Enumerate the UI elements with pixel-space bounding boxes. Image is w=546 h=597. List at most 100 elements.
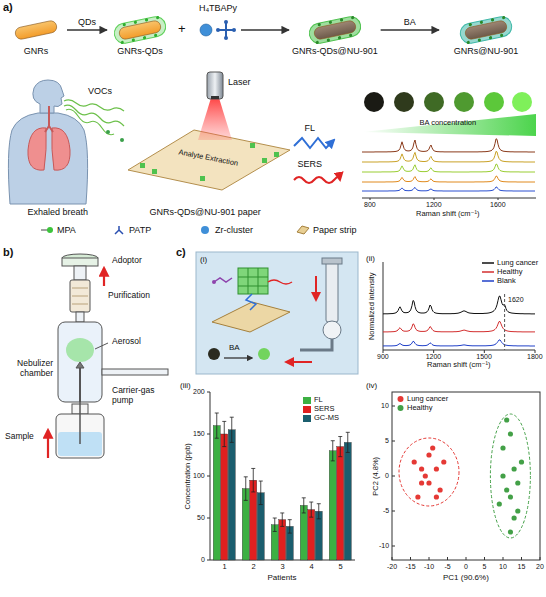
- nanorod: [14, 20, 58, 40]
- nebulizer-apparatus: [74, 266, 86, 280]
- breath-flow: [66, 109, 114, 135]
- axis-tick: 1: [223, 563, 227, 572]
- axis-tick-mark: [535, 350, 536, 353]
- nebulizer-apparatus: [56, 254, 168, 458]
- nebulizer-apparatus: [79, 368, 81, 402]
- breath-flow: [106, 130, 110, 134]
- nanorod: [120, 41, 124, 45]
- axis-tick: 5: [483, 563, 487, 571]
- nanorod: [326, 38, 330, 42]
- bar: [329, 451, 336, 560]
- device-photo: [196, 252, 358, 374]
- device-photo: [238, 268, 268, 294]
- legend-symbol: [296, 225, 310, 235]
- score-point: [500, 445, 505, 450]
- legend-swatch: [303, 415, 311, 422]
- annotation: FL: [305, 123, 316, 133]
- nanorod-node: H₄TBAPy: [196, 3, 240, 46]
- annotation: Adoptor: [112, 256, 142, 266]
- axis-tick-mark: [383, 350, 384, 353]
- axis-tick-mark: [392, 546, 395, 547]
- fluorescence-dots: [364, 92, 532, 112]
- paper-strip: [274, 152, 279, 157]
- sers-spectrum: [362, 187, 535, 191]
- nebulizer-apparatus: [76, 362, 84, 368]
- node-label: H₄TBAPy: [199, 3, 237, 14]
- error-bar: [317, 504, 321, 519]
- axis-tick-mark: [392, 557, 393, 560]
- annotation: Exhaled breath: [28, 207, 89, 217]
- legend-symbol: [41, 230, 48, 231]
- nanorod: [313, 20, 357, 40]
- subpanel-label: (i): [200, 255, 207, 264]
- axis-title: Patients: [268, 573, 297, 582]
- paper-strip: [200, 176, 205, 181]
- concentration-wedge: [362, 114, 536, 136]
- legend-symbol: [112, 225, 126, 235]
- axis-tick: 1600: [490, 201, 506, 209]
- axis-tick: 1200: [426, 201, 442, 209]
- score-point: [423, 473, 428, 478]
- axis-title: Raman shift (cm⁻¹): [416, 210, 480, 219]
- error-bar: [288, 520, 292, 533]
- axis-title: Normalized intensity: [368, 272, 377, 340]
- panel-letter: a): [3, 1, 13, 14]
- spectrum-trace: [383, 340, 535, 346]
- annotation: Purification: [108, 291, 150, 301]
- nanorod: [143, 36, 147, 40]
- device-photo: [212, 280, 216, 284]
- nanorod: [118, 20, 162, 40]
- score-point: [430, 445, 435, 450]
- laser-pointer: [198, 98, 232, 140]
- device-photo: [323, 321, 341, 339]
- score-point: [426, 480, 431, 485]
- fluorescence-dots: [454, 92, 474, 112]
- edge-label: BA: [402, 18, 418, 28]
- node-label: GNRs-QDs@NU-901: [292, 46, 378, 57]
- axis-tick-mark: [410, 557, 411, 560]
- legend-text: Blank: [497, 277, 516, 286]
- axis-tick-mark: [392, 476, 395, 477]
- axis-tick: 1200: [426, 353, 442, 361]
- score-point: [441, 459, 446, 464]
- laser-pointer: [207, 72, 223, 99]
- legend-text: MPA: [57, 225, 76, 235]
- subpanel-label: (iv): [366, 381, 377, 390]
- axis-tick-mark: [207, 518, 210, 519]
- node-label: GNRs@NU-901: [454, 46, 519, 57]
- breath-flow: [120, 138, 124, 142]
- cluster-ellipse: [490, 414, 530, 538]
- score-point: [415, 494, 420, 499]
- annotation: SERS: [298, 159, 323, 169]
- bar: [228, 430, 235, 560]
- nebulizer-apparatus: [70, 280, 90, 312]
- error-bar: [251, 468, 255, 492]
- score-point: [519, 459, 524, 464]
- spectrum-axis: [362, 198, 536, 200]
- score-point: [434, 494, 439, 499]
- axis-tick: -15: [406, 563, 416, 571]
- score-point: [497, 501, 502, 506]
- legend-text: GC-MS: [314, 414, 339, 423]
- device-photo: [224, 357, 252, 358]
- connector-arrow: [381, 29, 439, 30]
- score-point: [412, 459, 417, 464]
- legend-text: Lung cancer: [407, 395, 448, 404]
- nanorod: [317, 23, 321, 27]
- legend-text: Healthy: [407, 404, 432, 413]
- axis-tick: 10: [381, 402, 389, 410]
- spectrum-axis: [362, 198, 536, 199]
- bar: [337, 447, 344, 560]
- linker-icon: [200, 24, 212, 36]
- sers-spectrum: [362, 164, 535, 172]
- legend-symbol: [482, 271, 494, 273]
- device-photo: [300, 339, 332, 350]
- score-point: [508, 529, 513, 534]
- chart-frame: [392, 392, 540, 560]
- legend-symbol: [482, 267, 496, 277]
- axis-tick-mark: [207, 392, 210, 393]
- legend-symbol: [40, 225, 54, 235]
- nebulizer-apparatus: [66, 338, 94, 362]
